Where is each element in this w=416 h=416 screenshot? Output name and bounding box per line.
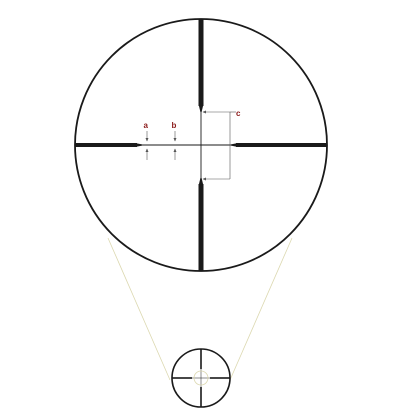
- small-bottom-post: [200, 387, 202, 407]
- small-left-post: [172, 377, 192, 379]
- magnified-reticle: a b c: [74, 18, 328, 272]
- label-a: a: [144, 121, 149, 130]
- label-b: b: [172, 121, 177, 130]
- projection-line-left: [107, 237, 171, 381]
- small-scope-view: [171, 348, 231, 408]
- small-right-post: [210, 377, 230, 379]
- small-top-post: [200, 349, 202, 369]
- top-post: [198, 19, 204, 106]
- small-highlight-circle: [193, 370, 209, 386]
- projection-lines: [107, 237, 293, 381]
- dimension-c: [202, 110, 236, 181]
- right-post: [236, 143, 327, 147]
- dimension-a: [145, 131, 149, 160]
- label-c: c: [236, 109, 241, 118]
- projection-line-right: [229, 237, 293, 381]
- dimension-b: [173, 131, 177, 160]
- left-post: [75, 143, 137, 147]
- bottom-post: [198, 184, 204, 271]
